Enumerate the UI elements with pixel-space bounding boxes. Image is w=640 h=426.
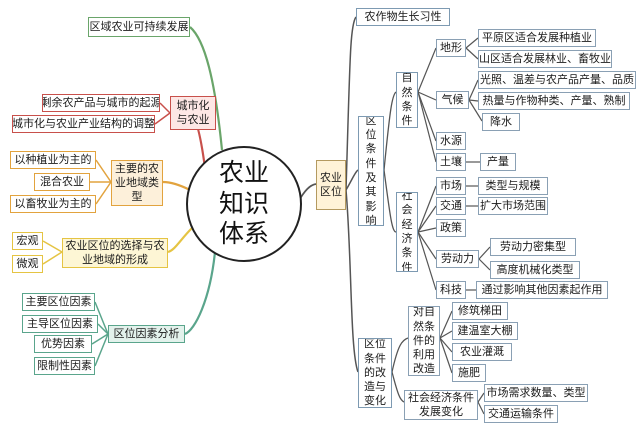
node-factor-analysis: 区位因素分析 <box>108 325 185 343</box>
node-natural-use-item-3: 农业灌溉 <box>452 343 512 361</box>
node-type-item-3: 以畜牧业为主的 <box>10 195 96 213</box>
node-transport-item: 扩大市场范围 <box>478 197 548 215</box>
node-terrain: 地形 <box>436 39 466 57</box>
node-factor-item-1: 主要区位因素 <box>22 293 95 311</box>
node-climate-item-1: 光照、温差与农产品产量、品质 <box>478 71 636 89</box>
node-sustainable: 区域农业可持续发展 <box>88 17 190 37</box>
node-choice-macro: 宏观 <box>12 232 43 250</box>
central-topic: 农业 知识 体系 <box>186 146 302 262</box>
node-soil-item: 产量 <box>480 153 516 171</box>
node-natural-use-item-2: 建温室大棚 <box>452 322 518 340</box>
node-crop-habits: 农作物生长习性 <box>356 8 450 26</box>
node-social-conditions: 社会经济条件 <box>396 192 418 272</box>
node-terrain-item-2: 山区适合发展林业、畜牧业 <box>478 50 612 68</box>
node-terrain-item-1: 平原区适合发展种植业 <box>478 29 596 47</box>
node-factor-item-4: 限制性因素 <box>34 357 95 375</box>
node-climate-item-2: 热量与作物种类、产量、熟制 <box>478 92 630 110</box>
central-topic-line-2: 知识 <box>218 188 269 218</box>
node-policy: 政策 <box>436 219 466 237</box>
node-labor: 劳动力 <box>436 250 479 268</box>
node-social-change-item-1: 市场需求数量、类型 <box>484 384 588 402</box>
node-location-conditions: 区位条件及其影响 <box>358 116 384 226</box>
node-natural-conditions: 自然条件 <box>396 72 418 128</box>
node-natural-use: 对自然条件的利用改造 <box>408 306 440 376</box>
node-urban-agriculture: 城市化与农业 <box>170 96 216 130</box>
node-natural-use-item-4: 施肥 <box>452 364 486 382</box>
node-agri-types: 主要的农业地域类型 <box>111 160 163 206</box>
node-labor-item-1: 劳动力密集型 <box>490 238 576 256</box>
node-soil: 土壤 <box>436 153 466 171</box>
node-climate: 气候 <box>436 91 469 109</box>
node-market-item: 类型与规模 <box>478 177 548 195</box>
node-choice-micro: 微观 <box>12 255 43 273</box>
node-location-choice: 农业区位的选择与农业地域的形成 <box>62 238 168 268</box>
node-transport: 交通 <box>436 197 466 215</box>
node-urban-item-2: 城市化与农业产业结构的调整 <box>12 115 155 133</box>
node-climate-item-3: 降水 <box>482 113 520 131</box>
node-tech: 科技 <box>436 281 466 299</box>
node-social-change: 社会经济条件发展变化 <box>404 390 478 420</box>
central-topic-line-3: 体系 <box>218 219 269 249</box>
node-agri-location: 农业区位 <box>316 160 346 210</box>
node-labor-item-2: 高度机械化类型 <box>490 261 580 279</box>
node-natural-use-item-1: 修筑梯田 <box>452 302 508 320</box>
node-factor-item-3: 优势因素 <box>34 335 92 353</box>
node-type-item-1: 以种植业为主的 <box>10 151 96 169</box>
node-tech-item: 通过影响其他因素起作用 <box>476 281 608 299</box>
central-topic-line-1: 农业 <box>218 158 269 188</box>
node-condition-change: 区位条件的改造与变化 <box>358 338 392 408</box>
node-market: 市场 <box>436 177 466 195</box>
node-type-item-2: 混合农业 <box>34 173 90 191</box>
node-social-change-item-2: 交通运输条件 <box>484 405 558 423</box>
node-factor-item-2: 主导区位因素 <box>22 315 98 333</box>
node-urban-item-1: 剩余农产品与城市的起源 <box>42 94 160 112</box>
node-water: 水源 <box>436 132 466 150</box>
